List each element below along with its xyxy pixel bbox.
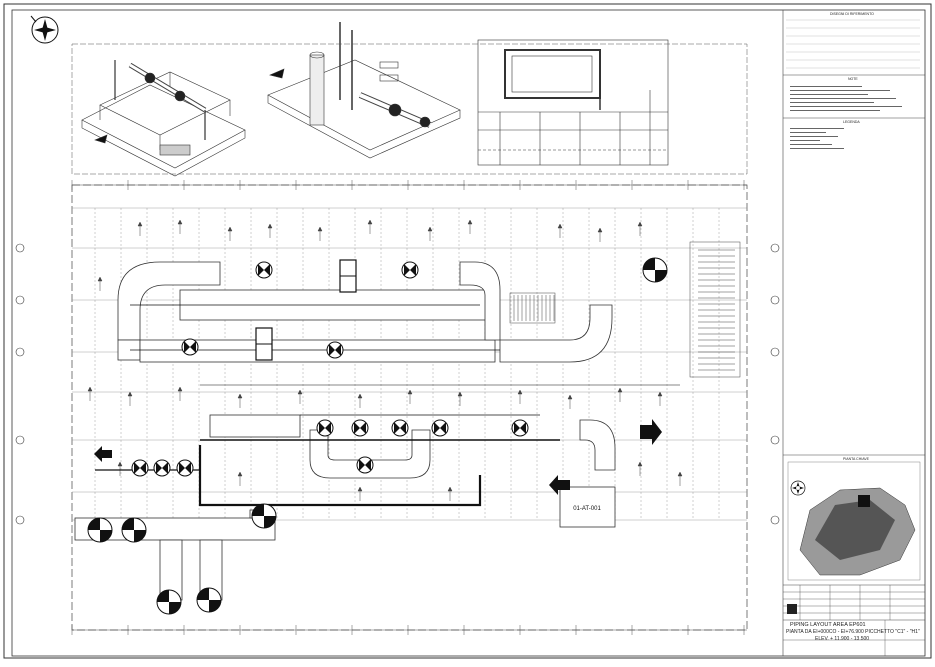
fan-icon	[156, 589, 182, 615]
equipment-box-01-at-001: 01-AT-001	[559, 486, 616, 528]
valve-icon	[356, 456, 374, 474]
title-block-grid	[783, 585, 925, 656]
inner-frame	[11, 9, 926, 657]
slope-arrows	[87, 219, 683, 501]
grating-mid	[509, 292, 556, 324]
key-plan-north-icon	[790, 480, 806, 496]
title-line-3: ELEV. + 11.900 - 13.500	[815, 636, 870, 642]
instrument-housing-icon	[255, 327, 273, 361]
fan-icon	[251, 503, 277, 529]
fan-icon	[121, 517, 147, 543]
elevation-view	[477, 39, 669, 166]
grid-bubbles	[15, 243, 780, 525]
key-plan-heading: PIANTA CHIAVE	[843, 457, 869, 461]
valve-icon	[176, 459, 194, 477]
fan-icon	[642, 257, 668, 283]
north-arrow-icon	[30, 15, 59, 44]
title-line-2: PIANTA DA EI+000CO - EI+76.900 PICCHETTO…	[786, 629, 920, 635]
valve-icon	[316, 419, 334, 437]
flow-arrow-left-2-icon	[94, 446, 112, 462]
process-pipes	[95, 304, 680, 507]
flow-arrow-right-icon	[640, 419, 662, 445]
ducting	[74, 261, 616, 601]
note-lines	[790, 86, 902, 149]
valve-icon	[511, 419, 529, 437]
fan-group	[87, 257, 668, 615]
fan-icon	[87, 517, 113, 543]
outer-frame	[3, 3, 932, 659]
title-line-1: PIPING LAYOUT AREA EP601	[790, 622, 866, 628]
reference-lines	[786, 19, 920, 69]
isometric-view-1	[81, 60, 246, 177]
details-frame	[71, 43, 748, 175]
references-heading: DISEGNI DI RIFERIMENTO	[830, 12, 874, 16]
valve-icon	[401, 261, 419, 279]
legend-heading: LEGENDA	[843, 120, 860, 124]
notes-heading: NOTE	[848, 77, 858, 81]
valve-icon	[131, 459, 149, 477]
valve-icon	[181, 338, 199, 356]
valve-icon	[326, 341, 344, 359]
flow-arrow-left-icon	[549, 475, 570, 495]
instrument-housing-icon	[339, 259, 357, 293]
valve-icon	[255, 261, 273, 279]
key-plan-map	[787, 461, 921, 581]
valve-icon	[351, 419, 369, 437]
valve-icon	[391, 419, 409, 437]
fan-icon	[196, 587, 222, 613]
valve-icon	[153, 459, 171, 477]
stairway-right	[689, 241, 741, 378]
isometric-view-2	[267, 22, 461, 159]
valve-group	[131, 259, 529, 477]
company-logo	[787, 604, 797, 614]
valve-icon	[431, 419, 449, 437]
equipment-tag-label: 01-AT-001	[573, 506, 601, 512]
dimension-ticks	[71, 180, 747, 635]
right-panel	[782, 10, 925, 656]
